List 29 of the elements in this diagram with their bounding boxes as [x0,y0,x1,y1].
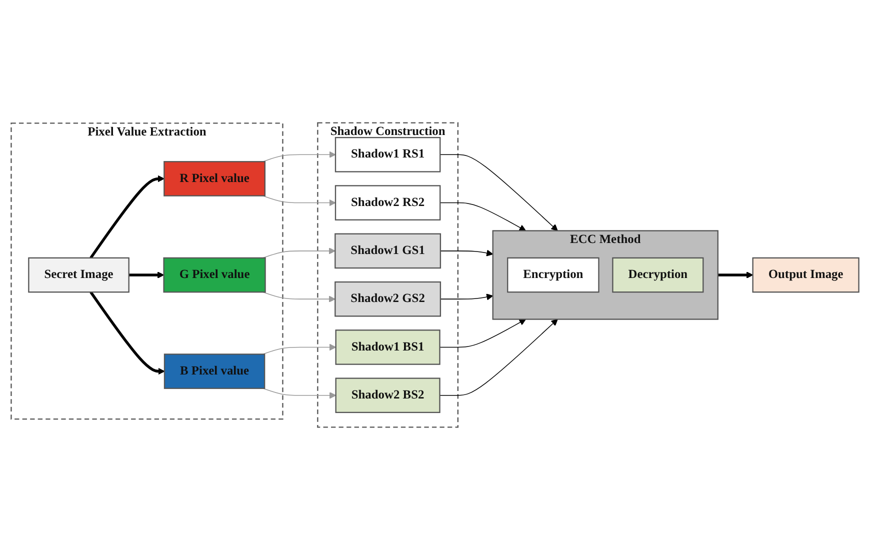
node-box: Shadow1 GS1 [334,233,442,269]
node-box: Output Image [752,257,860,293]
arrow [718,272,754,278]
arrow [90,291,165,375]
node-box: B Pixel value [164,354,266,389]
node-box: Encryption [507,257,600,293]
node-box: Shadow2 BS2 [335,378,440,414]
arrow [262,248,336,258]
arrow [262,151,336,162]
node-box: R Pixel value [164,161,266,196]
node-box: Secret Image [28,257,130,293]
node-box: Shadow1 RS1 [334,136,441,172]
node-box: Shadow2 GS2 [334,281,442,317]
arrow [262,195,336,206]
arrow [90,175,164,259]
arrow [440,154,558,232]
node-box: Shadow2 RS2 [334,185,441,220]
arrow [128,272,164,278]
arrow [262,388,336,399]
arrow [440,250,494,256]
node-box: Shadow1 BS1 [335,330,440,365]
arrow [440,294,494,300]
arrow [440,202,526,232]
arrow [439,318,526,348]
arrow [262,344,336,355]
node-box: G Pixel value [163,257,266,293]
node-box: Decryption [612,257,704,293]
arrow [439,318,558,396]
arrow [262,292,336,302]
